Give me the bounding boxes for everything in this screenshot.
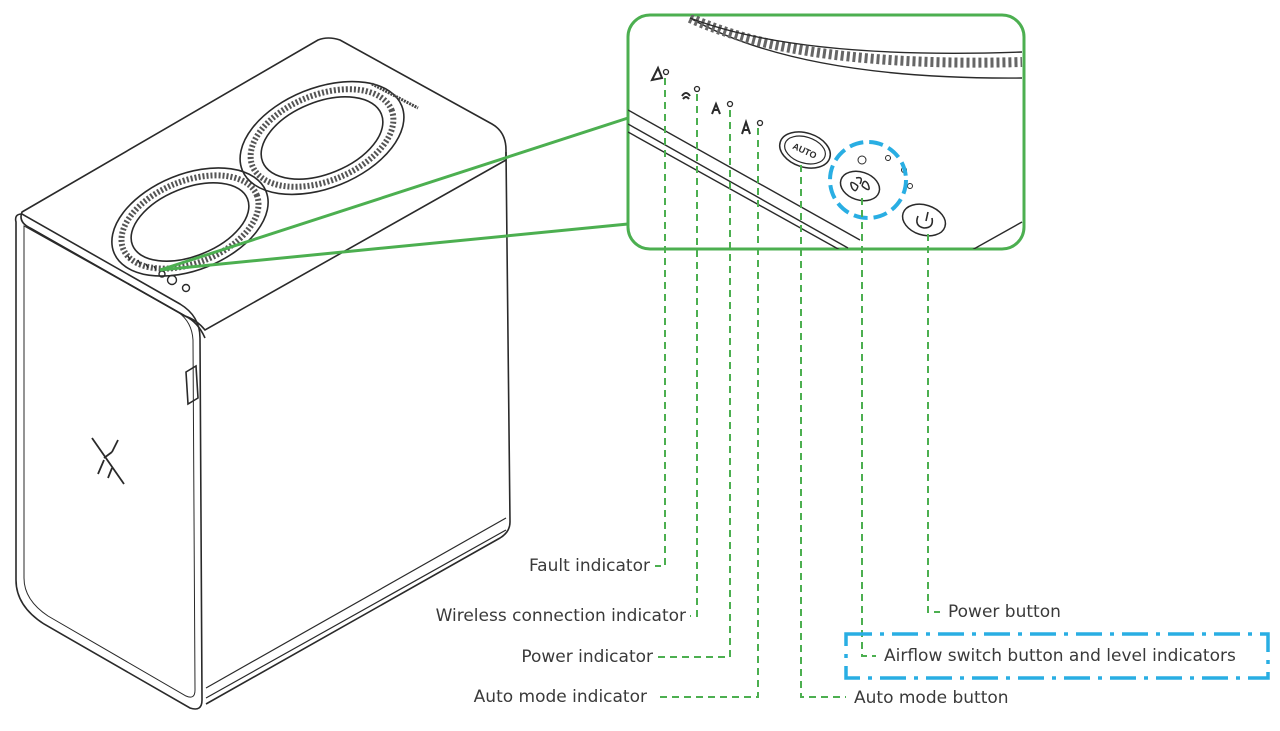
airflow-button-zoom[interactable] (828, 140, 913, 220)
power-btn-leader (927, 234, 940, 613)
power-ind-leader (657, 110, 731, 658)
fan-icon (850, 176, 870, 192)
zoom-leader-lines (159, 116, 629, 272)
zoom-fan-grille (689, 17, 1023, 79)
airflow-label-highlight-box (844, 632, 1270, 680)
warning-triangle-icon (650, 65, 670, 82)
auto-mode-button-zoom[interactable]: AUTO (775, 126, 835, 174)
auto-a-icon (741, 118, 764, 135)
purifier-right-side (205, 151, 511, 705)
air-purifier (14, 37, 511, 710)
label-auto-mode-button: Auto mode button (854, 688, 1009, 708)
callout-lines (655, 78, 940, 698)
fan-outlet-back (239, 80, 405, 196)
label-auto-mode-indicator: Auto mode indicator (473, 687, 647, 707)
mini-control-panel (127, 255, 191, 293)
purifier-top-surface (20, 37, 507, 332)
auto-ind-leader (655, 128, 759, 698)
purifier-front-panel (14, 213, 203, 710)
power-button-zoom[interactable] (898, 199, 949, 241)
side-handle (185, 364, 199, 406)
plug-icon (711, 100, 734, 115)
label-wireless-indicator: Wireless connection indicator (435, 606, 686, 626)
auto-btn-leader (800, 165, 846, 698)
airflow-highlight-circle (828, 140, 908, 220)
fan-outlet-front (111, 167, 269, 277)
wireless-leader (690, 94, 698, 617)
zoom-indicators (650, 65, 764, 135)
x-logo-icon (91, 437, 125, 485)
wifi-icon (681, 85, 701, 100)
label-power-button: Power button (948, 602, 1061, 622)
airflow-leader (861, 198, 876, 657)
zoom-panel: AUTO (626, 13, 1026, 251)
label-fault-indicator: Fault indicator (528, 556, 650, 576)
power-icon (916, 211, 934, 229)
fault-leader (655, 78, 666, 567)
label-power-indicator: Power indicator (521, 647, 653, 667)
label-airflow-button: Airflow switch button and level indicato… (884, 646, 1236, 666)
